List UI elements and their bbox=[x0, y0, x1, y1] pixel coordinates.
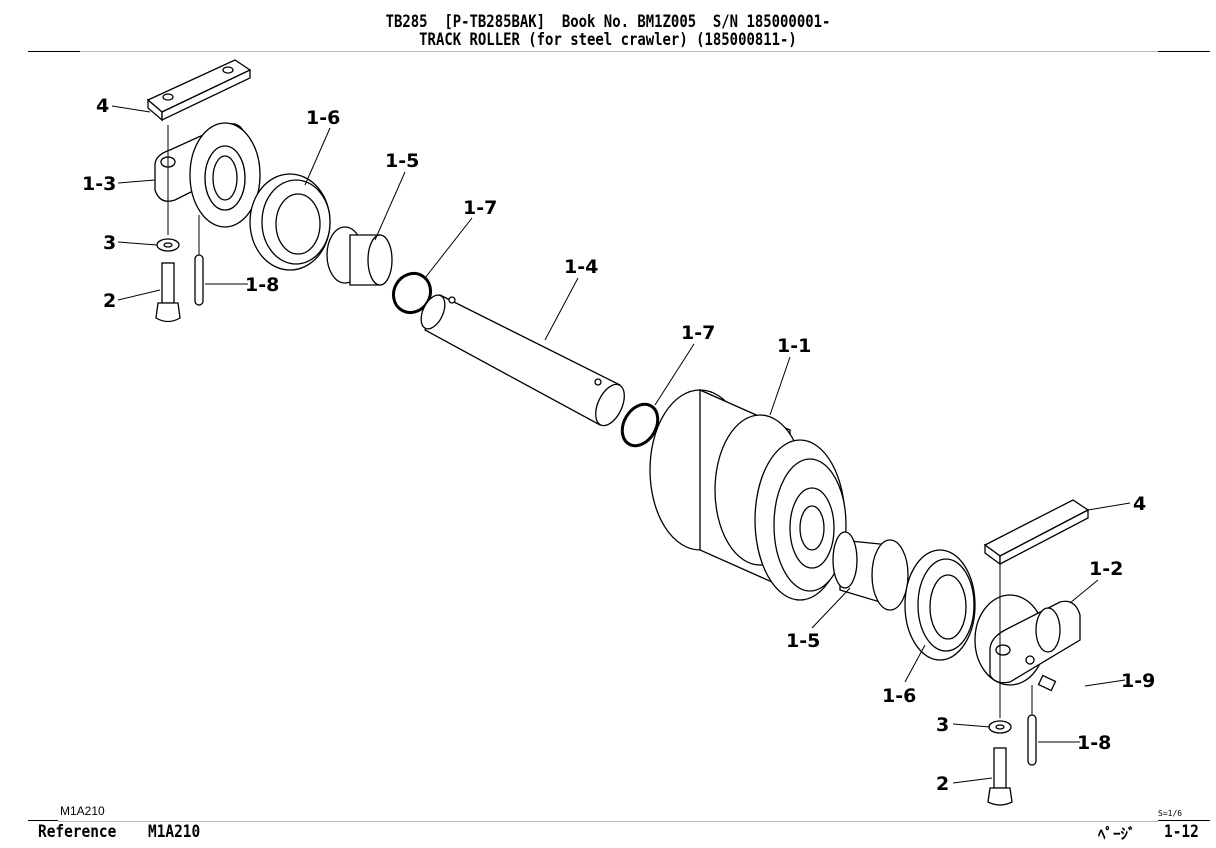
footer-rule-right bbox=[1158, 820, 1210, 821]
part-seal-left bbox=[249, 173, 331, 271]
scale-label: S=1/6 bbox=[1158, 809, 1183, 818]
callout-2: 2 bbox=[103, 290, 116, 312]
part-roller bbox=[649, 388, 847, 601]
part-pin-right bbox=[1027, 714, 1037, 766]
part-bolt-left bbox=[155, 262, 181, 323]
part-setscrew bbox=[1037, 674, 1057, 692]
reference-label: Reference bbox=[38, 822, 117, 842]
callout-1-7: 1-7 bbox=[463, 197, 497, 219]
part-shaft bbox=[420, 294, 625, 427]
callout-2: 2 bbox=[936, 773, 949, 795]
callout-1-6: 1-6 bbox=[306, 107, 340, 129]
header-rule-right bbox=[1158, 51, 1210, 52]
part-bracket-right bbox=[974, 594, 1081, 686]
part-bushing-right bbox=[832, 531, 909, 611]
callout-4: 4 bbox=[1133, 493, 1146, 515]
part-plate-right bbox=[983, 499, 1090, 566]
callout-1-9: 1-9 bbox=[1121, 670, 1155, 692]
callout-3: 3 bbox=[936, 714, 949, 736]
callout-1-5: 1-5 bbox=[385, 150, 419, 172]
callout-1-6: 1-6 bbox=[882, 685, 916, 707]
header-rule-left bbox=[28, 51, 80, 52]
part-washer-left bbox=[156, 238, 180, 252]
callout-1-4: 1-4 bbox=[564, 256, 598, 278]
callout-4: 4 bbox=[96, 95, 109, 117]
part-pin-left bbox=[194, 254, 204, 306]
part-seal-right bbox=[904, 549, 976, 661]
reference-code: M1A210 bbox=[148, 822, 201, 842]
header-title: TRACK ROLLER (for steel crawler) (185000… bbox=[419, 30, 797, 50]
part-bolt-right bbox=[987, 747, 1013, 806]
page-label: ﾍﾟｰｼﾞ bbox=[1098, 825, 1136, 843]
header-model-line: TB285 [P-TB285BAK] Book No. BM1Z005 S/N … bbox=[385, 12, 831, 32]
reference-code-small: M1A210 bbox=[60, 804, 105, 818]
part-bracket-left bbox=[154, 122, 261, 228]
callout-1-7: 1-7 bbox=[681, 322, 715, 344]
callout-1-8: 1-8 bbox=[1077, 732, 1111, 754]
footer-rule-left bbox=[28, 820, 58, 821]
part-oring-right bbox=[620, 402, 660, 448]
callout-1-5: 1-5 bbox=[786, 630, 820, 652]
leader-lines bbox=[111, 105, 1131, 784]
callout-3: 3 bbox=[103, 232, 116, 254]
part-washer-right bbox=[988, 720, 1012, 734]
part-bushing-left bbox=[326, 226, 393, 286]
footer-rule bbox=[58, 821, 1158, 822]
callout-1-3: 1-3 bbox=[82, 173, 116, 195]
callout-1-2: 1-2 bbox=[1089, 558, 1123, 580]
page-number: 1-12 bbox=[1164, 822, 1199, 842]
callout-1-1: 1-1 bbox=[777, 335, 811, 357]
header-rule bbox=[80, 51, 1158, 52]
callout-1-8: 1-8 bbox=[245, 274, 279, 296]
part-plate-left bbox=[146, 59, 252, 122]
